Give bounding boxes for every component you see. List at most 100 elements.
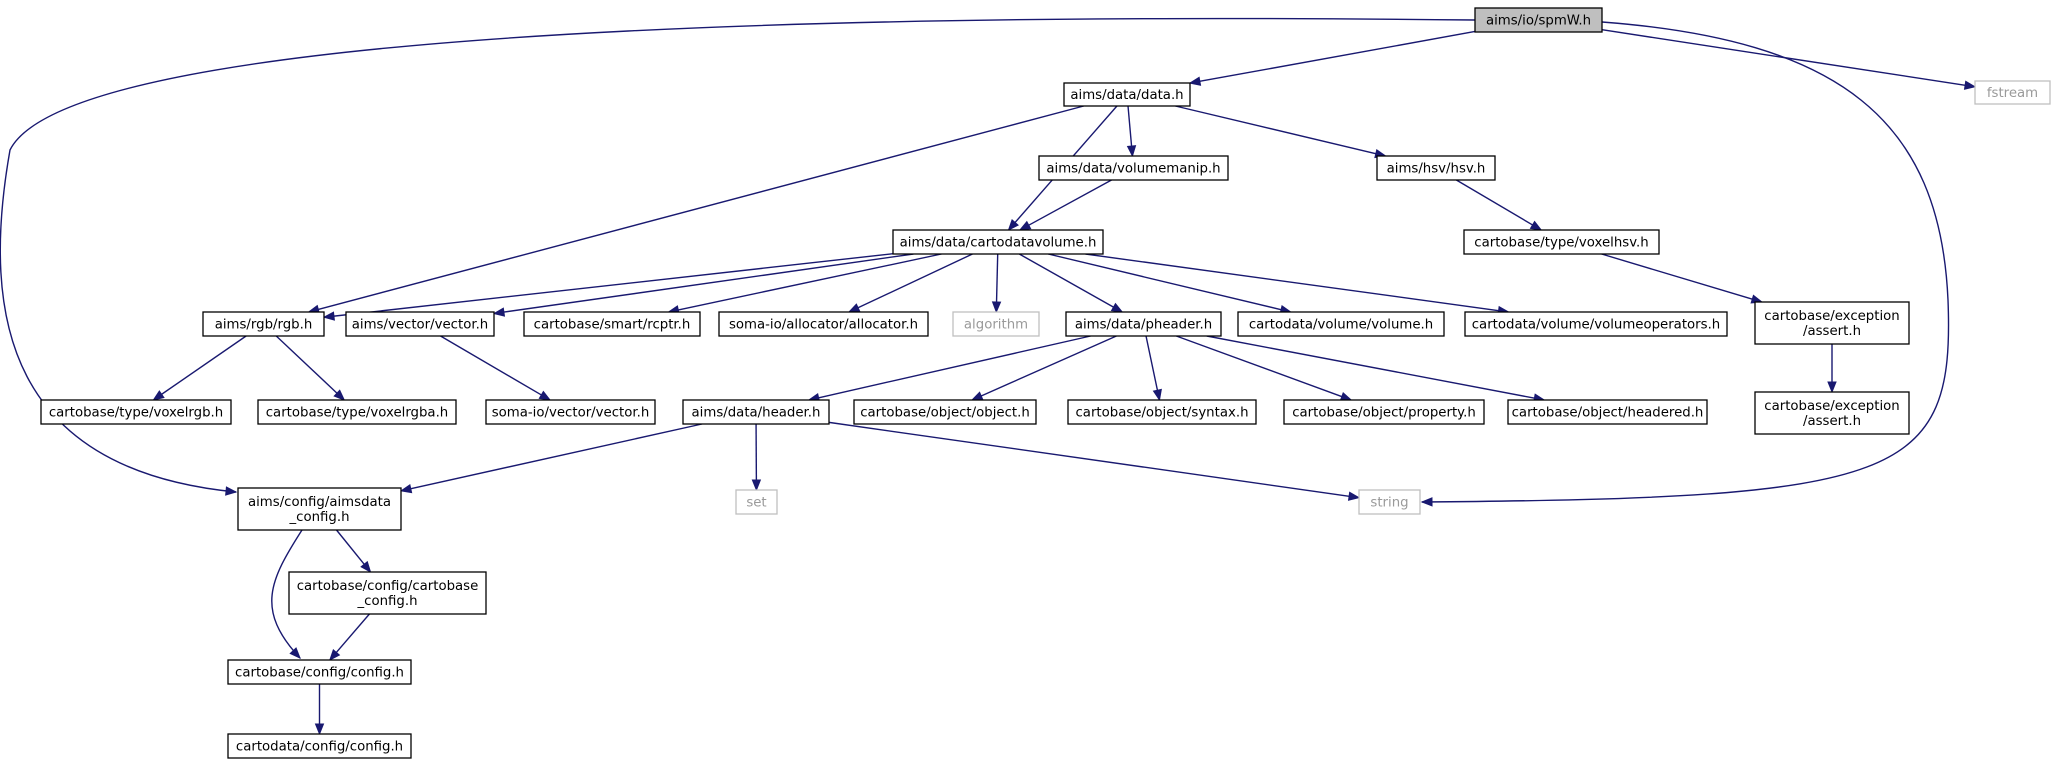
edge-cartodatavolume-to-volumeoperators bbox=[1085, 253, 1510, 316]
edge-data-to-rgb bbox=[307, 105, 1084, 314]
edge-cartodatavolume-to-volume bbox=[1048, 253, 1293, 315]
edge-aimsdata_config-to-config bbox=[271, 529, 303, 659]
node-voxelrgb[interactable]: cartobase/type/voxelrgb.h bbox=[40, 399, 232, 425]
node-box bbox=[735, 489, 778, 515]
node-label: cartobase/config/cartobase bbox=[297, 579, 479, 594]
node-assert2[interactable]: cartobase/exception/assert.h bbox=[1754, 391, 1910, 435]
node-object[interactable]: cartobase/object/object.h bbox=[853, 399, 1037, 425]
node-rgb[interactable]: aims/rgb/rgb.h bbox=[202, 311, 325, 337]
node-label: cartobase/exception bbox=[1764, 399, 1899, 414]
edge-assert1-to-assert2 bbox=[1827, 344, 1837, 394]
node-box bbox=[892, 229, 1104, 255]
node-fstream[interactable]: fstream bbox=[1974, 80, 2051, 105]
edge-pheader-to-property bbox=[1176, 335, 1353, 401]
node-voxelrgba[interactable]: cartobase/type/voxelrgba.h bbox=[257, 399, 457, 425]
node-label: cartobase/object/object.h bbox=[860, 406, 1030, 421]
node-label: cartobase/smart/rcptr.h bbox=[534, 318, 691, 333]
node-label: soma-io/allocator/allocator.h bbox=[729, 318, 918, 333]
node-set[interactable]: set bbox=[735, 489, 778, 515]
node-label: cartobase/object/headered.h bbox=[1512, 406, 1704, 421]
node-volume[interactable]: cartodata/volume/volume.h bbox=[1237, 311, 1445, 337]
node-config[interactable]: cartobase/config/config.h bbox=[227, 659, 412, 685]
node-label: aims/data/pheader.h bbox=[1075, 318, 1212, 333]
node-label: aims/vector/vector.h bbox=[352, 318, 488, 333]
node-box bbox=[1065, 311, 1222, 337]
node-cartobase_config[interactable]: cartobase/config/cartobase_config.h bbox=[288, 571, 487, 615]
node-label: aims/data/data.h bbox=[1070, 88, 1183, 103]
node-label: set bbox=[746, 496, 766, 511]
edge-rgb-to-voxelrgb bbox=[152, 335, 247, 401]
node-label: _config.h bbox=[289, 510, 350, 525]
edge-volumemanip-to-cartodatavolume bbox=[1018, 179, 1112, 231]
node-box bbox=[1754, 301, 1910, 345]
edges-layer bbox=[0, 17, 1977, 736]
node-somavector[interactable]: soma-io/vector/vector.h bbox=[485, 399, 656, 425]
node-box bbox=[227, 733, 412, 759]
node-header[interactable]: aims/data/header.h bbox=[682, 399, 830, 425]
node-pheader[interactable]: aims/data/pheader.h bbox=[1065, 311, 1222, 337]
node-data[interactable]: aims/data/data.h bbox=[1063, 82, 1191, 107]
node-box bbox=[1063, 82, 1191, 107]
node-box bbox=[718, 311, 929, 337]
node-voxelhsv[interactable]: cartobase/type/voxelhsv.h bbox=[1463, 229, 1660, 255]
node-label: aims/data/header.h bbox=[692, 406, 821, 421]
node-box bbox=[1237, 311, 1445, 337]
edge-pheader-to-syntax bbox=[1145, 335, 1162, 402]
node-box bbox=[682, 399, 830, 425]
node-volumemanip[interactable]: aims/data/volumemanip.h bbox=[1038, 155, 1229, 181]
node-label: cartobase/type/voxelhsv.h bbox=[1474, 236, 1648, 251]
node-label: aims/rgb/rgb.h bbox=[215, 318, 313, 333]
edge-spmW-to-data bbox=[1188, 30, 1476, 86]
node-aimsdata_config[interactable]: aims/config/aimsdata_config.h bbox=[237, 487, 402, 531]
node-allocator[interactable]: soma-io/allocator/allocator.h bbox=[718, 311, 929, 337]
edge-header-to-string bbox=[828, 421, 1361, 501]
node-label: string bbox=[1370, 496, 1408, 511]
node-headered[interactable]: cartobase/object/headered.h bbox=[1507, 399, 1708, 425]
edge-pheader-to-headered bbox=[1206, 335, 1546, 403]
node-syntax[interactable]: cartobase/object/syntax.h bbox=[1067, 399, 1257, 425]
node-label: fstream bbox=[1987, 86, 2038, 101]
node-box bbox=[1974, 80, 2051, 105]
edge-cartodatavolume-to-pheader bbox=[1018, 253, 1124, 313]
node-box bbox=[853, 399, 1037, 425]
node-string[interactable]: string bbox=[1358, 489, 1421, 515]
node-cartodatavolume[interactable]: aims/data/cartodatavolume.h bbox=[892, 229, 1104, 255]
edge-cartodatavolume-to-algorithm bbox=[991, 253, 1002, 314]
edge-data-to-volumemanip bbox=[1126, 105, 1137, 158]
edge-rgb-to-voxelrgba bbox=[275, 335, 346, 401]
node-vector[interactable]: aims/vector/vector.h bbox=[345, 311, 495, 337]
node-property[interactable]: cartobase/object/property.h bbox=[1283, 399, 1485, 425]
node-box bbox=[237, 487, 402, 531]
node-box bbox=[1464, 311, 1728, 337]
nodes-layer: aims/io/spmW.h aims/data/data.h fstream aim… bbox=[40, 7, 2051, 759]
node-box bbox=[1507, 399, 1708, 425]
node-box bbox=[952, 311, 1040, 337]
node-volumeoperators[interactable]: cartodata/volume/volumeoperators.h bbox=[1464, 311, 1728, 337]
node-hsv[interactable]: aims/hsv/hsv.h bbox=[1376, 155, 1496, 181]
node-label: cartodata/volume/volumeoperators.h bbox=[1472, 318, 1720, 333]
edge-header-to-aimsdata_config bbox=[399, 423, 703, 494]
node-label: /assert.h bbox=[1803, 414, 1861, 429]
node-label: cartobase/type/voxelrgb.h bbox=[49, 406, 223, 421]
node-spmW[interactable]: aims/io/spmW.h bbox=[1474, 7, 1603, 33]
node-label: aims/config/aimsdata bbox=[248, 495, 391, 510]
node-algorithm[interactable]: algorithm bbox=[952, 311, 1040, 337]
node-box bbox=[257, 399, 457, 425]
node-box bbox=[1358, 489, 1421, 515]
edge-data-to-hsv bbox=[1175, 105, 1387, 159]
node-box bbox=[345, 311, 495, 337]
node-label: cartodata/config/config.h bbox=[236, 740, 403, 755]
node-cartodata_config[interactable]: cartodata/config/config.h bbox=[227, 733, 412, 759]
edge-cartobase_config-to-config bbox=[328, 613, 370, 662]
node-box bbox=[1283, 399, 1485, 425]
node-box bbox=[288, 571, 487, 615]
node-label: /assert.h bbox=[1803, 324, 1861, 339]
edge-pheader-to-object bbox=[970, 335, 1117, 401]
node-box bbox=[1474, 7, 1603, 33]
edge-hsv-to-voxelhsv bbox=[1455, 179, 1543, 231]
node-rcptr[interactable]: cartobase/smart/rcptr.h bbox=[523, 311, 701, 337]
node-box bbox=[1754, 391, 1910, 435]
edge-voxelhsv-to-assert1 bbox=[1601, 253, 1764, 304]
node-assert1[interactable]: cartobase/exception/assert.h bbox=[1754, 301, 1910, 345]
